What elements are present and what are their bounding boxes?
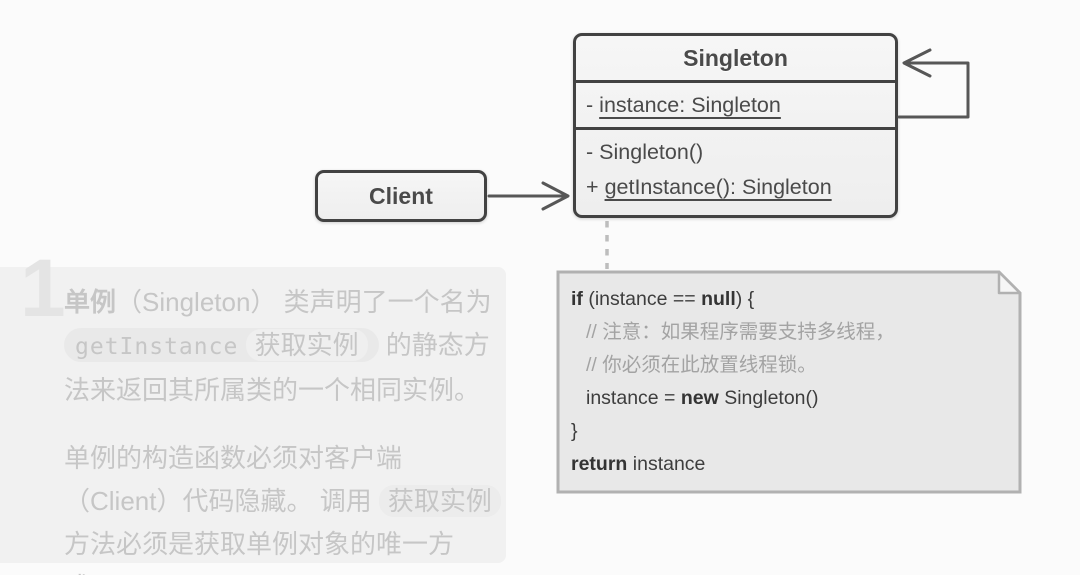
code-line: // 你必须在此放置线程锁。 <box>571 349 1011 382</box>
code-comment: // 你必须在此放置线程锁。 <box>586 354 817 376</box>
code-keyword: new <box>680 387 719 409</box>
note-code: if (instance == null) { // 注意：如果程序需要支持多线程… <box>571 283 1011 481</box>
paragraph-2-text-b: 方法必须是获取单例对象的唯一方式。 <box>64 529 455 575</box>
term-singleton-bold: 单例 <box>64 287 117 317</box>
client-class-title: Client <box>369 182 433 209</box>
code-keyword: if <box>571 288 583 310</box>
code-text: instance = <box>586 387 681 409</box>
method2-visibility: + <box>586 175 599 199</box>
method2-name: getInstance(): Singleton <box>604 175 832 199</box>
getinstance-code-term: getInstance <box>75 334 239 360</box>
singleton-attributes-compartment: -instance: Singleton <box>576 83 895 130</box>
method-constructor: -Singleton() <box>586 135 885 170</box>
singleton-class-title: Singleton <box>576 36 895 83</box>
method1-visibility: - <box>586 140 594 164</box>
code-line: instance = new Singleton() <box>571 382 1011 415</box>
term-translation-chip: 获取实例 <box>245 329 368 361</box>
step-number: 1 <box>20 243 66 334</box>
explanation-paragraph-1: 单例（Singleton） 类声明了一个名为 getInstance 获取实例 … <box>64 281 502 412</box>
code-text: (instance == <box>582 288 702 310</box>
code-keyword: return <box>571 453 628 475</box>
getinstance-term-pill: getInstance 获取实例 <box>64 328 379 362</box>
paragraph-2-text-a: 单例的构造函数必须对客户端（Client）代码隐藏。 调用 <box>64 443 403 516</box>
explanation-paragraph-2: 单例的构造函数必须对客户端（Client）代码隐藏。 调用 获取实例 方法必须是… <box>64 437 502 575</box>
code-line: } <box>571 415 1011 448</box>
client-class-box: Client <box>315 170 487 222</box>
term-translation-chip-2: 获取实例 <box>378 485 501 517</box>
explanation-text: 单例（Singleton） 类声明了一个名为 getInstance 获取实例 … <box>64 281 502 575</box>
code-text: } <box>571 420 578 442</box>
method-getinstance: +getInstance(): Singleton <box>586 170 885 205</box>
pseudocode-note <box>556 270 1022 494</box>
code-keyword: null <box>701 288 736 310</box>
attribute-name: instance: Singleton <box>599 92 781 117</box>
code-line: // 注意：如果程序需要支持多线程， <box>571 316 1011 349</box>
note-folded-corner <box>997 270 1022 295</box>
paragraph-1-text-b: 的静态方法来返回其所属类的一个相同实例。 <box>64 330 490 405</box>
singleton-self-reference-arrow <box>897 48 970 119</box>
attribute-visibility: - <box>586 92 594 117</box>
method1-name: Singleton() <box>599 140 704 164</box>
client-to-singleton-arrow <box>487 181 570 211</box>
code-line: return instance <box>571 448 1011 481</box>
code-text: instance <box>627 453 706 475</box>
code-line: if (instance == null) { <box>571 283 1011 316</box>
code-text: ) { <box>735 288 755 310</box>
paragraph-1-text-a: （Singleton） 类声明了一个名为 <box>116 287 492 317</box>
code-comment: // 注意：如果程序需要支持多线程， <box>586 321 895 343</box>
attribute-instance: -instance: Singleton <box>586 93 781 118</box>
note-body-shape <box>556 270 1022 494</box>
singleton-class-box: Singleton -instance: Singleton -Singleto… <box>573 33 898 218</box>
singleton-methods-compartment: -Singleton() +getInstance(): Singleton <box>576 130 895 205</box>
code-text: Singleton() <box>718 387 819 409</box>
